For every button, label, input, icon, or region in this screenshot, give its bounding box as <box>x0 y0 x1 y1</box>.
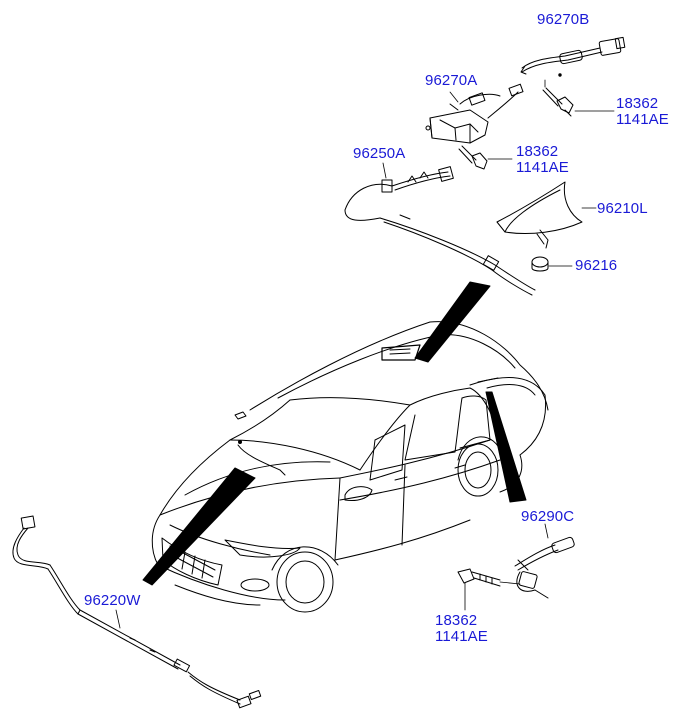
label-18362-top-group: 18362 1141AE <box>616 96 669 128</box>
label-18362-mid[interactable]: 18362 <box>516 143 559 160</box>
part-96290c-cable <box>514 523 575 599</box>
wedge-roof-antenna <box>414 281 491 363</box>
bolt-bottom <box>457 568 521 611</box>
label-1141ae-top[interactable]: 1141AE <box>616 111 669 128</box>
bolt-mid <box>458 145 513 170</box>
part-96270a-module <box>425 83 524 144</box>
label-96220w[interactable]: 96220W <box>84 592 141 609</box>
part-96210l-sharkfin <box>496 181 597 249</box>
part-96220w-cable <box>12 515 262 709</box>
label-96210l[interactable]: 96210L <box>597 200 648 217</box>
label-18362-top[interactable]: 18362 <box>616 95 659 112</box>
wedge-rear-antenna <box>485 391 527 503</box>
label-1141ae-mid[interactable]: 1141AE <box>516 159 569 176</box>
label-1141ae-bot[interactable]: 1141AE <box>435 628 488 645</box>
label-18362-mid-group: 18362 1141AE <box>516 144 569 176</box>
label-96290c[interactable]: 96290C <box>521 508 575 525</box>
part-96270b-cable <box>520 36 626 77</box>
car-outline <box>151 321 549 613</box>
part-96216-grommet <box>531 256 573 272</box>
bolt-top <box>542 79 615 117</box>
label-18362-bot[interactable]: 18362 <box>435 612 478 629</box>
label-96270b[interactable]: 96270B <box>537 11 590 28</box>
label-96270a[interactable]: 96270A <box>425 72 478 89</box>
label-96216[interactable]: 96216 <box>575 257 618 274</box>
label-18362-bot-group: 18362 1141AE <box>435 613 488 645</box>
part-96250a-cable <box>344 162 536 296</box>
wedge-front-antenna <box>142 467 256 586</box>
callout-wedges <box>142 281 527 586</box>
label-96250a[interactable]: 96250A <box>353 145 406 162</box>
